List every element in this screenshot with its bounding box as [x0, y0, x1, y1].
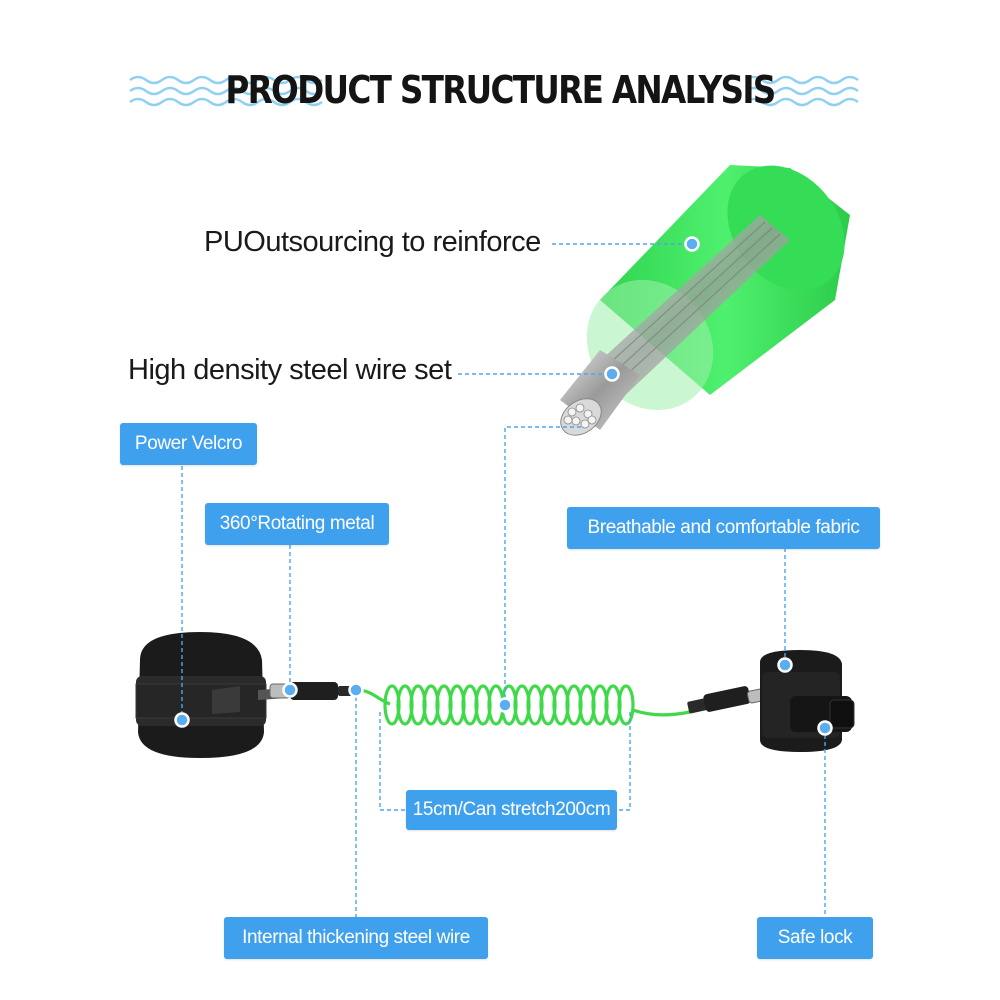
tag-rotating-metal: 360°Rotating metal	[205, 503, 389, 545]
coiled-cable	[351, 684, 691, 726]
marker-dot-fabric	[777, 657, 793, 673]
wave-decoration-left	[129, 75, 323, 107]
tag-stretch-length: 15cm/Can stretch200cm	[406, 790, 617, 830]
marker-dots	[174, 236, 833, 736]
right-wrist-cuff	[760, 650, 855, 752]
page-title: PRODUCT STRUCTURE ANALYSIS	[225, 68, 776, 112]
right-swivel-connector	[687, 686, 766, 714]
marker-dot-velcro	[174, 712, 190, 728]
marker-dot-pu	[684, 236, 700, 252]
tag-power-velcro: Power Velcro	[120, 423, 257, 465]
tag-safe-lock: Safe lock	[757, 917, 873, 959]
left-wrist-cuff	[135, 632, 288, 758]
tag-internal-wire: Internal thickening steel wire	[224, 917, 488, 959]
tag-breathable-fabric: Breathable and comfortable fabric	[567, 507, 880, 549]
marker-dot-rotating	[282, 682, 298, 698]
pu-tube-cross-section	[560, 165, 850, 436]
label-pu-outsourcing: PUOutsourcing to reinforce	[204, 226, 541, 258]
marker-dot-internal-wire	[348, 682, 364, 698]
label-steel-wire-set: High density steel wire set	[128, 354, 452, 386]
wave-decoration-right	[745, 75, 859, 107]
marker-dot-coil	[497, 697, 513, 713]
leader-lines	[181, 243, 826, 917]
marker-dot-lock	[817, 720, 833, 736]
marker-dot-steel-set	[604, 366, 620, 382]
